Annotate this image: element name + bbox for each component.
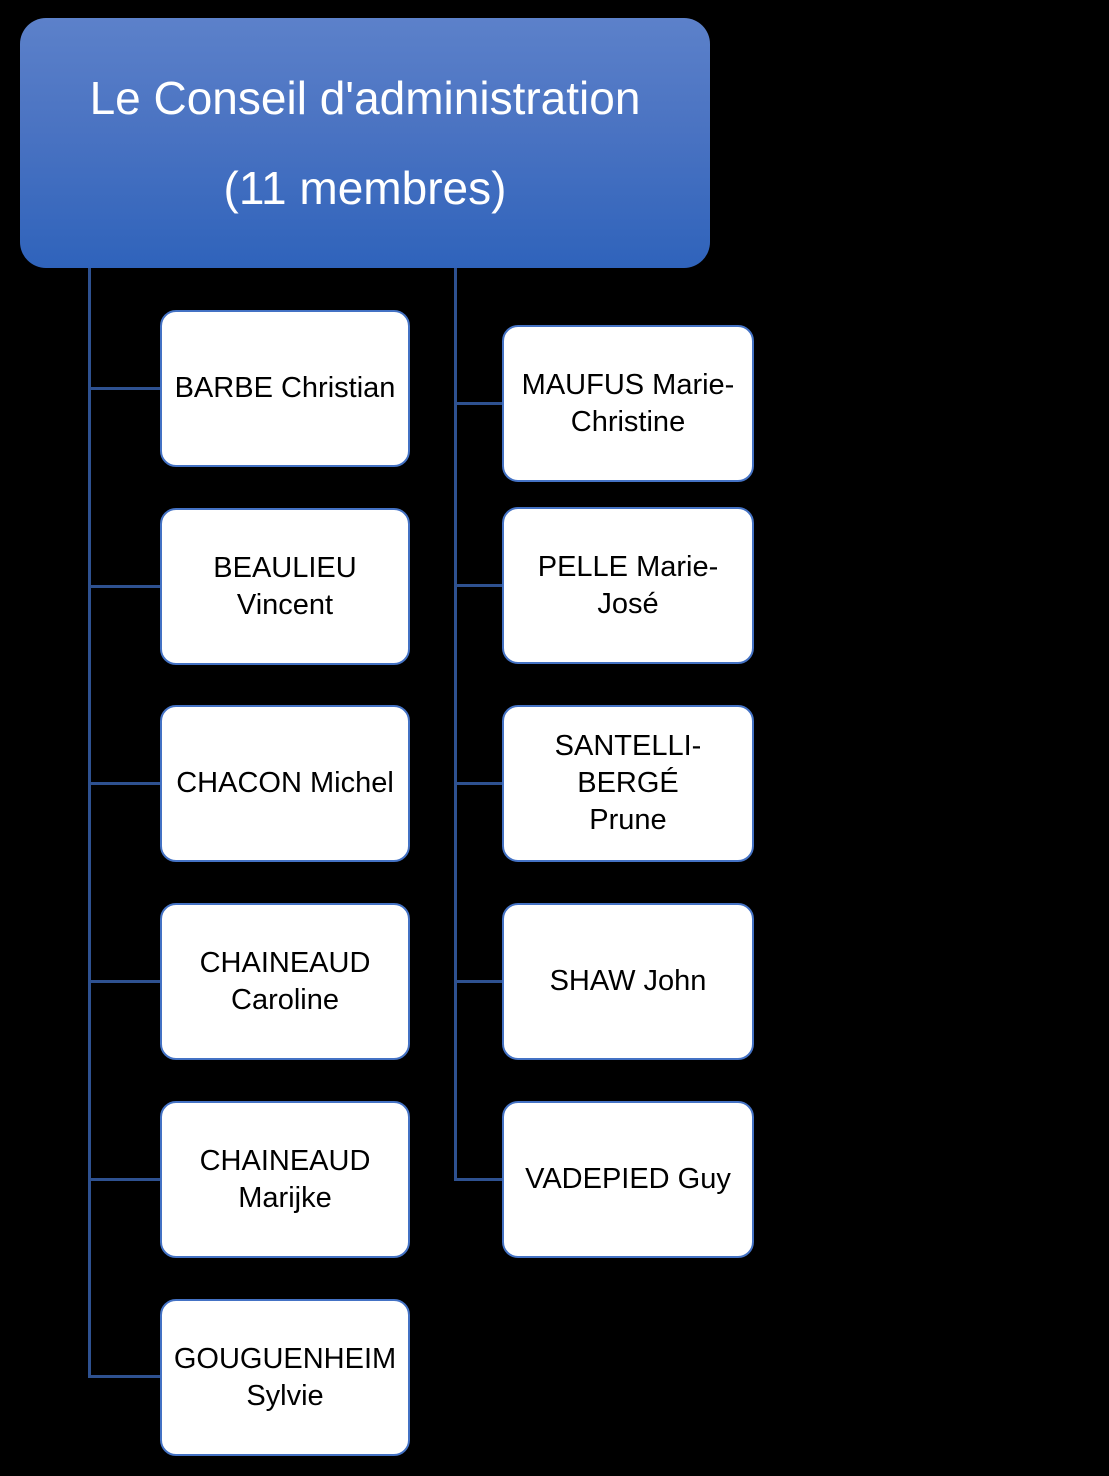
member-name: GOUGUENHEIM Sylvie <box>173 1342 397 1412</box>
connector-stub-pelle <box>454 584 502 587</box>
board-root-node: Le Conseil d'administration (11 membres) <box>20 18 710 268</box>
member-node-shaw-john: SHAW John <box>502 903 754 1060</box>
connector-stub-santelli <box>454 782 502 785</box>
member-name: SHAW John <box>549 965 707 997</box>
member-node-pelle-marie-jose: PELLE Marie-José <box>502 507 754 664</box>
member-node-gouguenheim-sylvie: GOUGUENHEIM Sylvie <box>160 1299 410 1456</box>
member-name: MAUFUS Marie- Christine <box>521 368 735 438</box>
left-trunk-connector-line <box>88 268 91 1378</box>
member-name: PELLE Marie-José <box>537 550 719 620</box>
member-node-beaulieu-vincent: BEAULIEU Vincent <box>160 508 410 665</box>
connector-stub-chaineaud-c <box>88 980 160 983</box>
member-node-chacon-michel: CHACON Michel <box>160 705 410 862</box>
connector-stub-chacon <box>88 782 160 785</box>
member-node-santelli-berge-prune: SANTELLI-BERGÉ Prune <box>502 705 754 862</box>
connector-stub-beaulieu <box>88 585 160 588</box>
member-name: BEAULIEU Vincent <box>213 551 357 621</box>
member-name: CHACON Michel <box>176 767 394 799</box>
member-name: CHAINEAUD Marijke <box>199 1144 371 1214</box>
member-node-maufus-marie-christine: MAUFUS Marie- Christine <box>502 325 754 482</box>
member-node-chaineaud-marijke: CHAINEAUD Marijke <box>160 1101 410 1258</box>
connector-stub-barbe <box>88 387 160 390</box>
member-node-vadepied-guy: VADEPIED Guy <box>502 1101 754 1258</box>
right-trunk-connector-line <box>454 268 457 1180</box>
connector-stub-vadepied <box>454 1178 502 1181</box>
member-node-barbe-christian: BARBE Christian <box>160 310 410 467</box>
connector-stub-shaw <box>454 980 502 983</box>
connector-stub-gouguenheim <box>88 1375 160 1378</box>
member-name: BARBE Christian <box>174 372 396 404</box>
connector-stub-maufus <box>454 402 502 405</box>
member-name: VADEPIED Guy <box>525 1163 731 1195</box>
member-name: CHAINEAUD Caroline <box>199 946 371 1016</box>
board-root-title: Le Conseil d'administration (11 membres) <box>89 72 641 214</box>
connector-stub-chaineaud-m <box>88 1178 160 1181</box>
member-name: SANTELLI-BERGÉ Prune <box>554 730 702 836</box>
member-node-chaineaud-caroline: CHAINEAUD Caroline <box>160 903 410 1060</box>
